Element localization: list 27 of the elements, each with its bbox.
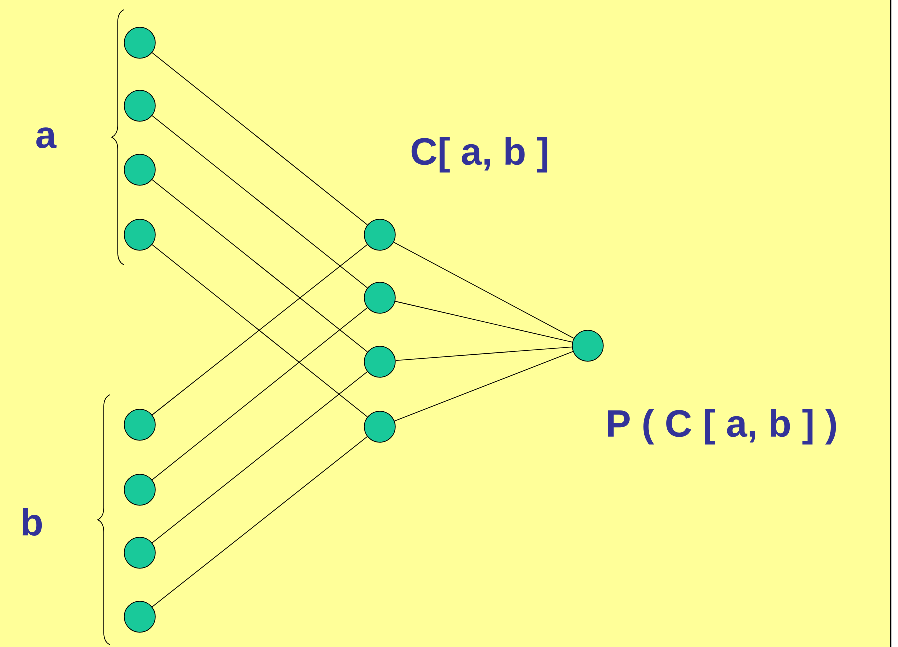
dot — [124, 90, 156, 122]
label: b — [22, 508, 42, 536]
dot — [124, 154, 156, 186]
connector-line — [395, 301, 573, 343]
connector-line — [394, 242, 574, 339]
dot — [124, 537, 156, 569]
connector-line — [152, 436, 368, 608]
dot — [572, 330, 604, 362]
label: C[ a, b ] — [412, 137, 548, 173]
connector-line — [152, 372, 368, 544]
connector-line — [152, 308, 368, 480]
connector-line — [152, 180, 368, 352]
dot — [364, 282, 396, 314]
dot — [364, 411, 396, 443]
dot — [124, 474, 156, 506]
label: a — [36, 128, 57, 148]
connector-line — [394, 351, 574, 422]
connector-line — [152, 116, 368, 288]
dot — [124, 601, 156, 633]
dot — [124, 219, 156, 251]
connector-line — [395, 346, 573, 362]
dot — [124, 27, 156, 59]
node-caption: P ( C [ a, b ] ) — [608, 409, 836, 445]
connector-line — [152, 52, 368, 226]
dot — [124, 409, 156, 441]
dot — [364, 346, 396, 378]
dot — [364, 219, 396, 251]
